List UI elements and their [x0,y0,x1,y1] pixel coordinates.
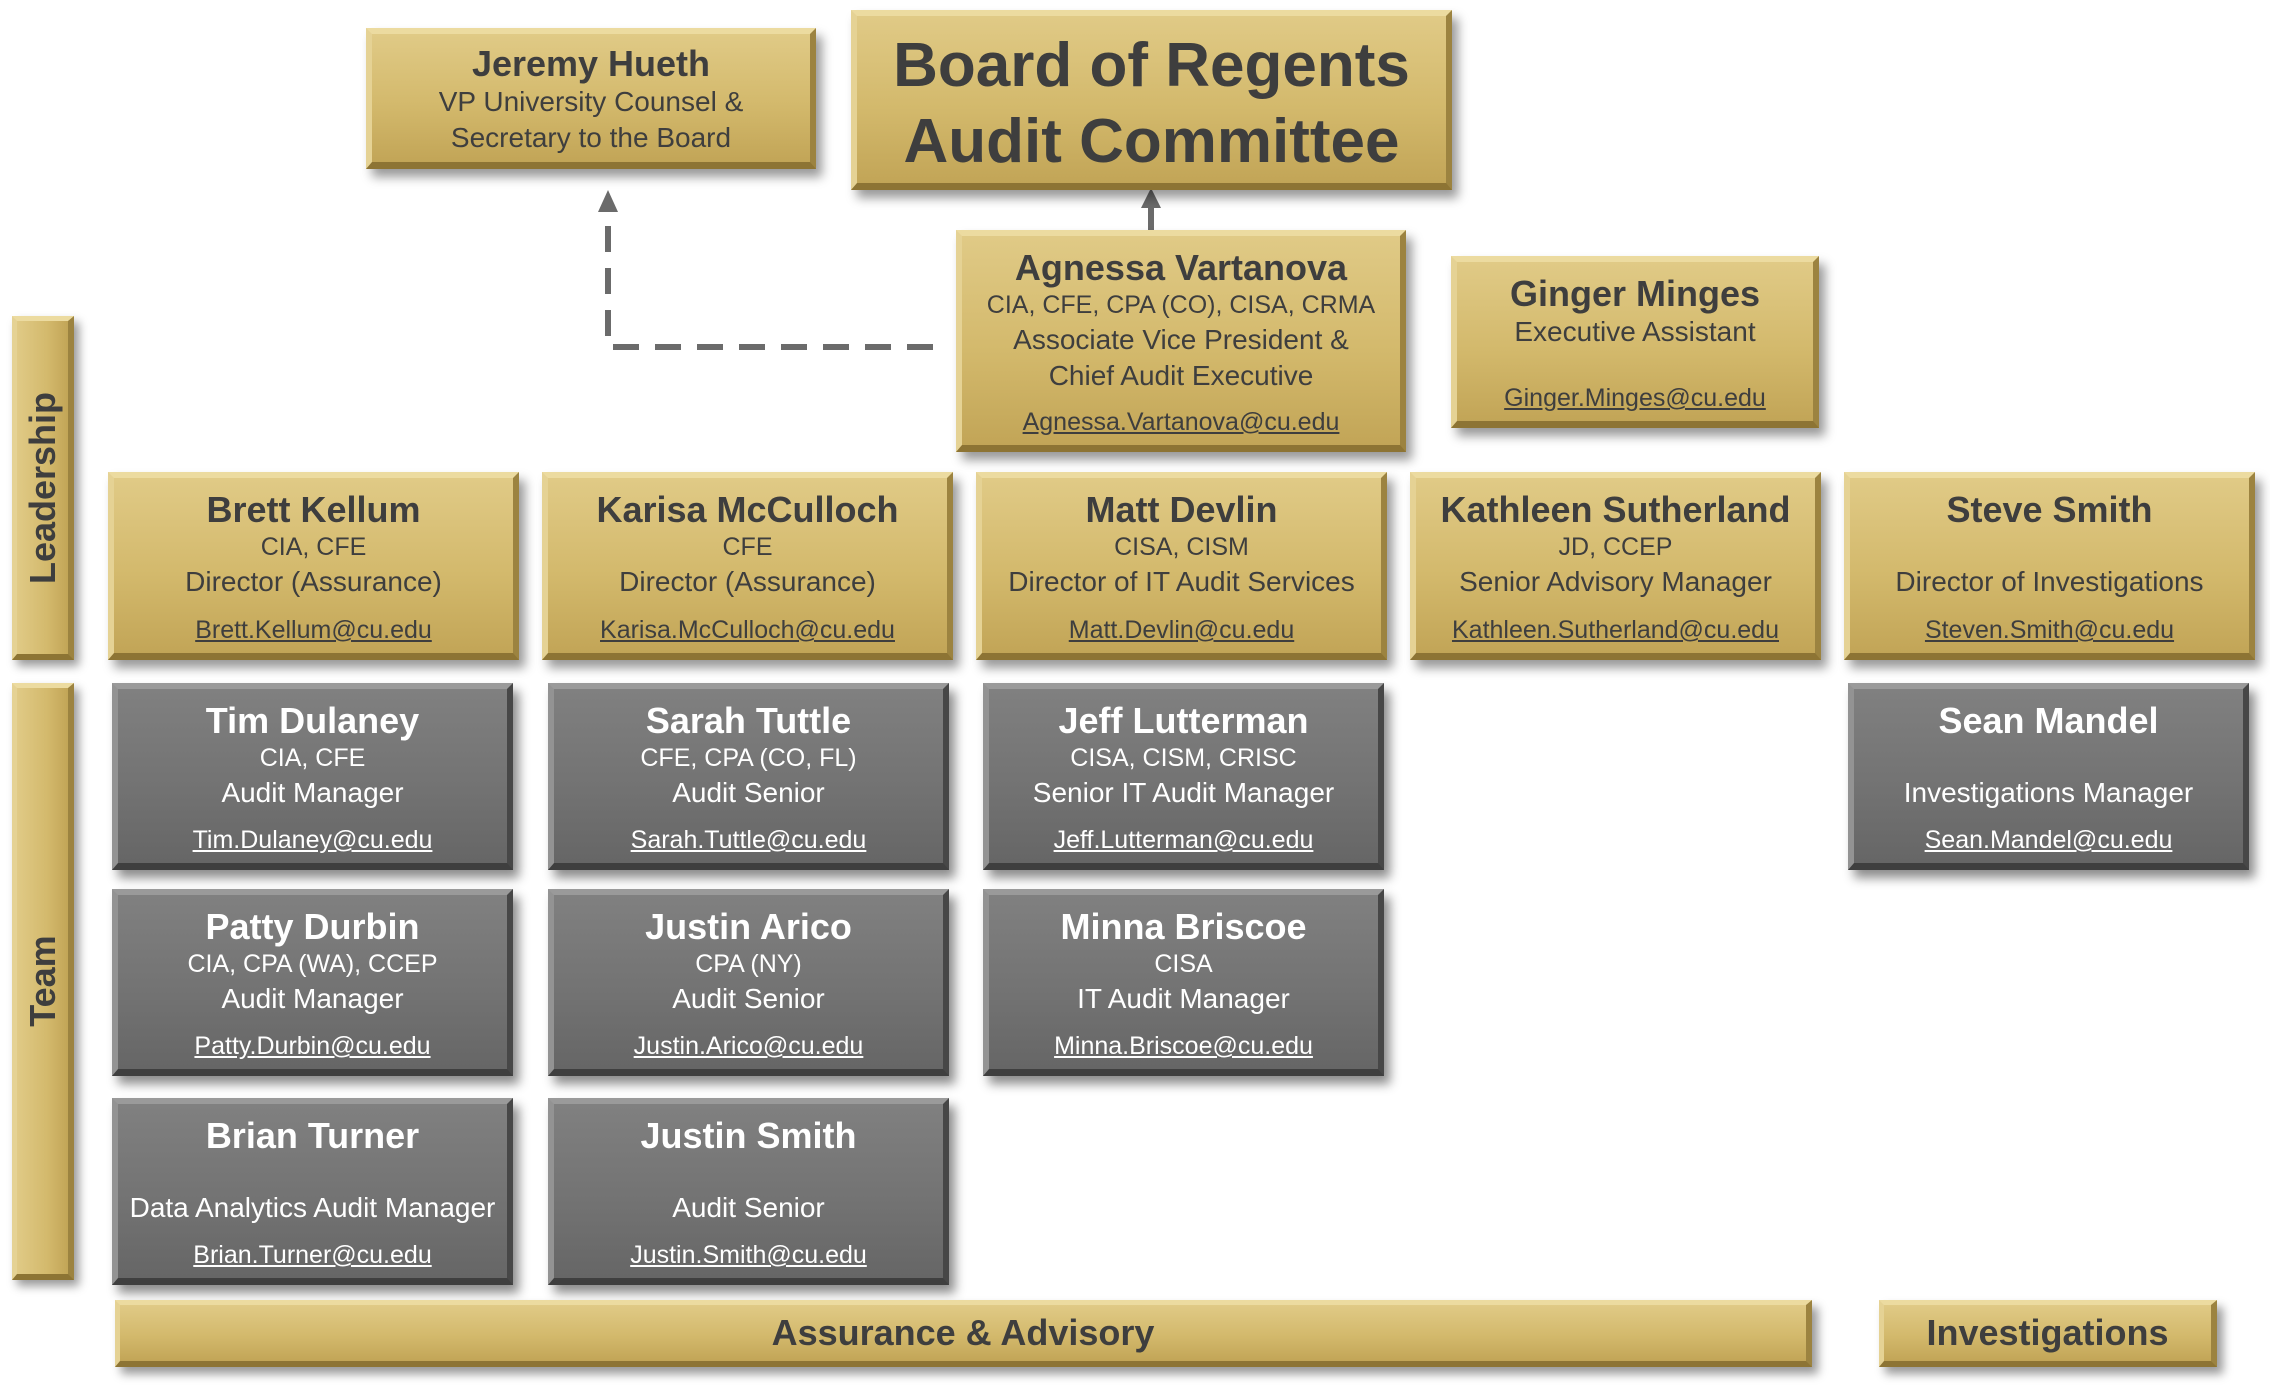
team-title: Senior IT Audit Manager [1032,777,1335,808]
leader-card: Brett Kellum CIA, CFE Director (Assuranc… [108,472,519,660]
team-credentials: CISA [1154,950,1213,978]
leader-card: Steve Smith Director of Investigations S… [1844,472,2255,660]
leader-credentials: CISA, CISM [1114,533,1249,561]
team-card: Brian Turner Data Analytics Audit Manage… [112,1098,513,1285]
team-label-text: Team [21,935,63,1027]
team-name: Sarah Tuttle [645,700,852,741]
counsel-box: Jeremy Hueth VP University Counsel & Sec… [366,28,816,169]
leader-title: Director (Assurance) [185,566,442,597]
team-email-link[interactable]: Patty.Durbin@cu.edu [194,1032,431,1060]
investigations-band: Investigations [1879,1300,2217,1367]
team-email-link[interactable]: Justin.Arico@cu.edu [633,1032,864,1060]
team-name: Brian Turner [205,1115,420,1156]
assurance-advisory-label: Assurance & Advisory [771,1312,1155,1353]
cae-name: Agnessa Vartanova [1014,247,1348,288]
team-card: Jeff Lutterman CISA, CISM, CRISC Senior … [983,683,1384,870]
team-title: Audit Manager [221,777,404,808]
board-title-line2: Audit Committee [903,107,1400,176]
counsel-title-1: VP University Counsel & [438,86,744,117]
team-name: Justin Arico [645,906,852,947]
team-title: Audit Senior [672,1192,825,1223]
leader-name: Steve Smith [1946,489,2153,530]
leader-title: Director (Assurance) [619,566,876,597]
team-card: Minna Briscoe CISA IT Audit Manager Minn… [983,889,1384,1076]
team-email-link[interactable]: Jeff.Lutterman@cu.edu [1053,826,1314,854]
team-name: Jeff Lutterman [1058,700,1309,741]
solid-arrowhead [1141,188,1161,208]
team-name: Patty Durbin [205,906,420,947]
team-card: Sarah Tuttle CFE, CPA (CO, FL) Audit Sen… [548,683,949,870]
team-credentials: CFE, CPA (CO, FL) [640,744,857,772]
cae-email-link[interactable]: Agnessa.Vartanova@cu.edu [1022,408,1340,436]
counsel-title-2: Secretary to the Board [450,122,732,153]
team-credentials: CIA, CFE [259,744,366,772]
dotted-reporting-line [605,205,933,350]
team-card: Justin Arico CPA (NY) Audit Senior Justi… [548,889,949,1076]
team-email-link[interactable]: Minna.Briscoe@cu.edu [1054,1032,1313,1060]
leader-email-link[interactable]: Steven.Smith@cu.edu [1924,616,2175,644]
team-name: Sean Mandel [1938,700,2159,741]
team-email-link[interactable]: Justin.Smith@cu.edu [630,1241,867,1269]
leader-email-link[interactable]: Kathleen.Sutherland@cu.edu [1451,616,1779,644]
cae-title-2: Chief Audit Executive [1048,360,1314,391]
assistant-title: Executive Assistant [1514,316,1756,347]
leader-credentials: JD, CCEP [1558,533,1673,561]
assurance-advisory-band: Assurance & Advisory [115,1300,1812,1367]
leadership-side-label: Leadership [12,316,74,660]
cae-box: Agnessa Vartanova CIA, CFE, CPA (CO), CI… [956,230,1406,452]
team-name: Justin Smith [640,1115,857,1156]
team-name: Minna Briscoe [1060,906,1307,947]
team-title: Audit Manager [221,983,404,1014]
leader-title: Director of IT Audit Services [1008,566,1355,597]
team-email-link[interactable]: Tim.Dulaney@cu.edu [192,826,433,854]
team-name: Tim Dulaney [205,700,420,741]
leader-credentials: CIA, CFE [260,533,367,561]
counsel-name: Jeremy Hueth [471,43,711,84]
board-box: Board of Regents Audit Committee [851,10,1452,190]
team-title: Data Analytics Audit Manager [129,1192,496,1223]
assistant-name: Ginger Minges [1509,273,1761,314]
team-card: Tim Dulaney CIA, CFE Audit Manager Tim.D… [112,683,513,870]
team-title: Investigations Manager [1903,777,2194,808]
investigations-label: Investigations [1926,1312,2169,1353]
team-credentials: CPA (NY) [695,950,802,978]
leader-name: Matt Devlin [1085,489,1278,530]
assistant-box: Ginger Minges Executive Assistant Ginger… [1451,256,1819,428]
leader-card: Matt Devlin CISA, CISM Director of IT Au… [976,472,1387,660]
team-card: Justin Smith Audit Senior Justin.Smith@c… [548,1098,949,1285]
leader-name: Kathleen Sutherland [1440,489,1791,530]
board-title-line1: Board of Regents [893,31,1410,100]
leader-email-link[interactable]: Karisa.McCulloch@cu.edu [600,616,895,644]
dotted-arrowhead [598,190,618,212]
leader-name: Brett Kellum [206,489,421,530]
leader-title: Director of Investigations [1895,566,2204,597]
leader-title: Senior Advisory Manager [1459,566,1772,597]
leadership-label-text: Leadership [21,391,63,584]
team-email-link[interactable]: Sarah.Tuttle@cu.edu [630,826,867,854]
leader-email-link[interactable]: Brett.Kellum@cu.edu [195,616,432,644]
team-title: IT Audit Manager [1077,983,1290,1014]
leader-name: Karisa McCulloch [596,489,899,530]
leader-card: Karisa McCulloch CFE Director (Assurance… [542,472,953,660]
team-email-link[interactable]: Brian.Turner@cu.edu [193,1241,432,1269]
cae-title-1: Associate Vice President & [1013,324,1349,355]
assistant-email-link[interactable]: Ginger.Minges@cu.edu [1504,384,1766,412]
leader-card: Kathleen Sutherland JD, CCEP Senior Advi… [1410,472,1821,660]
team-title: Audit Senior [672,777,825,808]
team-side-label: Team [12,683,74,1280]
cae-credentials: CIA, CFE, CPA (CO), CISA, CRMA [986,291,1376,319]
team-card: Patty Durbin CIA, CPA (WA), CCEP Audit M… [112,889,513,1076]
team-credentials: CIA, CPA (WA), CCEP [187,950,438,978]
team-email-link[interactable]: Sean.Mandel@cu.edu [1924,826,2173,854]
team-credentials: CISA, CISM, CRISC [1070,744,1297,772]
team-title: Audit Senior [672,983,825,1014]
leader-credentials: CFE [722,533,773,561]
leader-email-link[interactable]: Matt.Devlin@cu.edu [1068,616,1295,644]
team-card: Sean Mandel Investigations Manager Sean.… [1848,683,2249,870]
